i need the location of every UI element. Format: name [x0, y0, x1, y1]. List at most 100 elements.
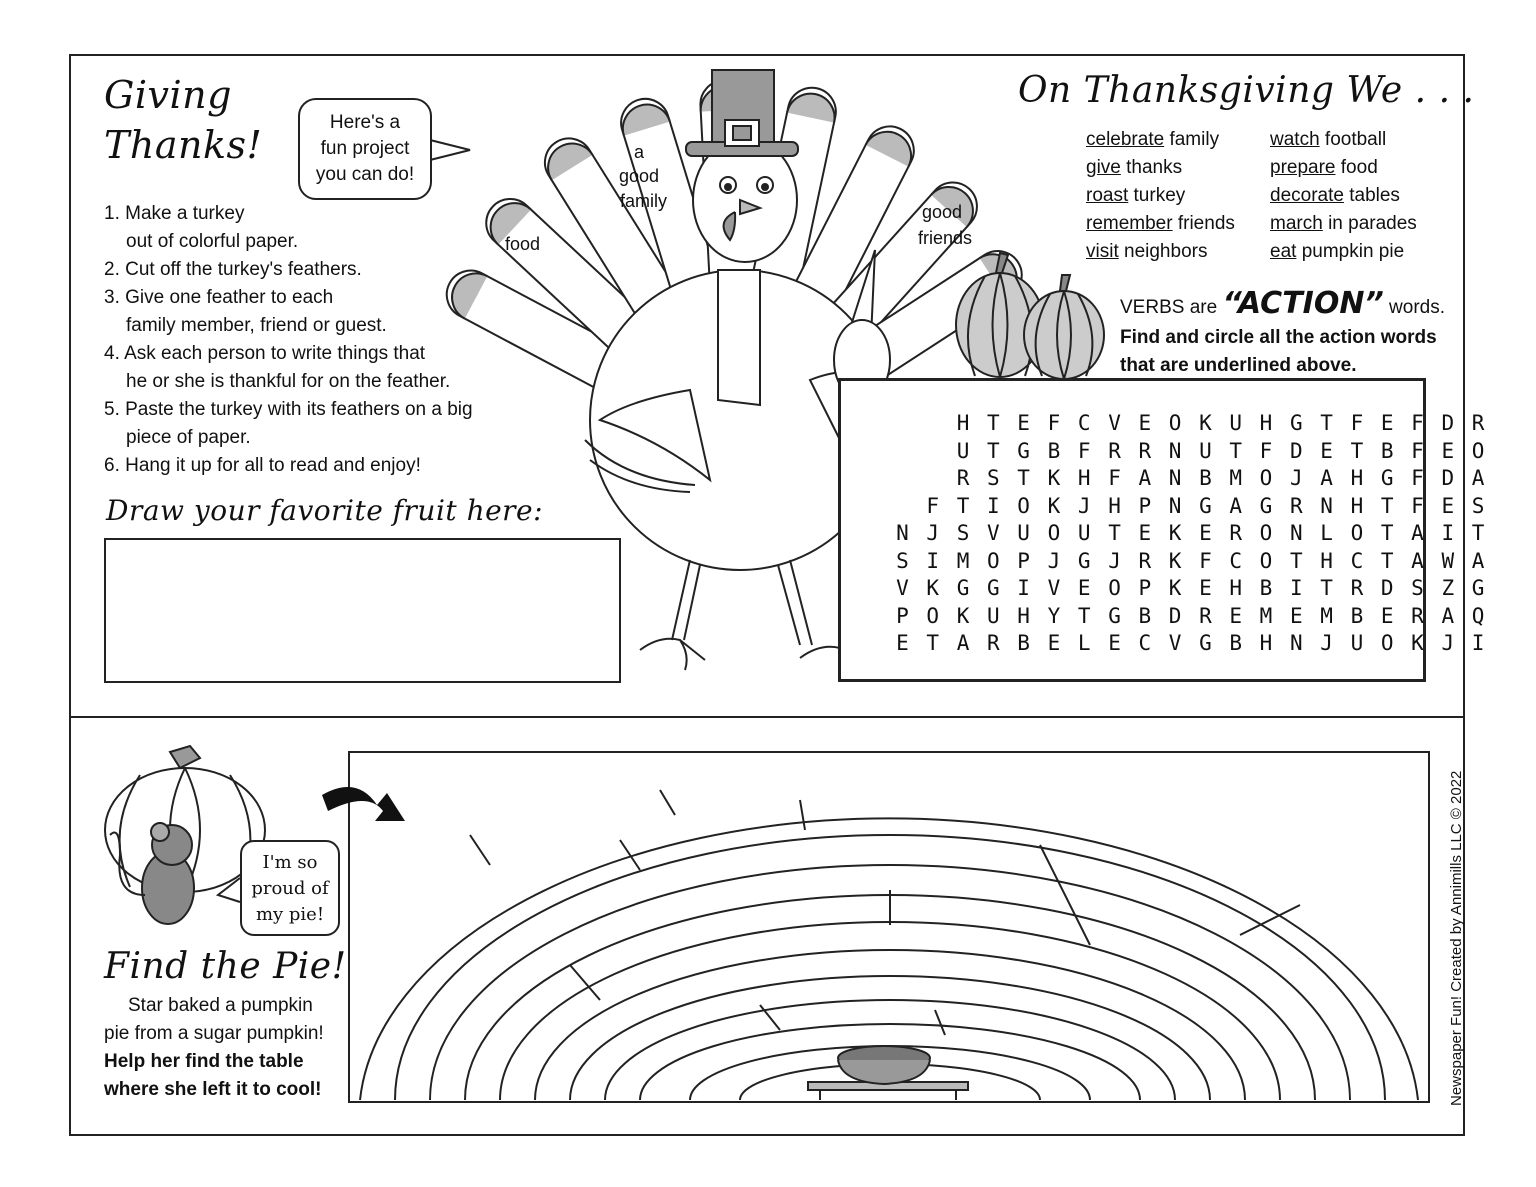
word-search-letter[interactable]: A — [1471, 548, 1485, 573]
word-search-letter[interactable]: B — [1138, 603, 1152, 628]
word-search-letter[interactable]: T — [1320, 576, 1333, 600]
word-search-letter[interactable]: M — [1320, 603, 1333, 628]
word-search-letter[interactable]: B — [1259, 576, 1273, 600]
word-search-letter[interactable]: P — [1138, 493, 1152, 518]
word-search-letter[interactable]: Y — [1047, 603, 1061, 628]
word-search-letter[interactable]: T — [1017, 466, 1030, 490]
word-search-letter[interactable]: R — [1108, 438, 1121, 463]
word-search-letter[interactable]: R — [1138, 438, 1152, 463]
word-search-letter[interactable]: U — [1077, 521, 1091, 545]
word-search-letter[interactable]: O — [1017, 493, 1030, 518]
word-search-letter[interactable]: C — [1077, 411, 1091, 435]
word-search-letter[interactable]: K — [1199, 411, 1212, 435]
word-search-letter[interactable]: B — [1229, 631, 1243, 655]
word-search-letter[interactable]: G — [1017, 438, 1030, 463]
word-search-letter[interactable]: E — [1380, 411, 1394, 435]
word-search-letter[interactable]: A — [1471, 466, 1485, 490]
word-search-letter[interactable]: T — [1320, 411, 1333, 435]
word-search-letter[interactable]: M — [1259, 603, 1273, 628]
word-search-letter[interactable]: E — [1229, 603, 1243, 628]
word-search-letter[interactable]: E — [1138, 521, 1152, 545]
word-search-letter[interactable]: H — [1017, 603, 1030, 628]
word-search-letter[interactable]: J — [1289, 466, 1303, 490]
word-search-letter[interactable]: Q — [1471, 603, 1485, 628]
word-search-letter[interactable]: G — [1199, 493, 1212, 518]
word-search-letter[interactable]: I — [1441, 521, 1455, 545]
word-search-letter[interactable]: R — [1289, 493, 1303, 518]
word-search-letter[interactable]: S — [1471, 493, 1485, 518]
word-search-letter[interactable]: T — [1380, 493, 1394, 518]
word-search-letter[interactable]: U — [1350, 631, 1364, 655]
word-search-letter[interactable]: G — [956, 576, 970, 600]
word-search-letter[interactable]: N — [896, 521, 909, 545]
word-search-letter[interactable]: R — [1229, 521, 1243, 545]
word-search-letter[interactable]: C — [1138, 631, 1152, 655]
word-search-letter[interactable]: F — [1411, 466, 1424, 490]
word-search-letter[interactable]: K — [956, 603, 970, 628]
word-search-letter[interactable]: E — [896, 631, 909, 655]
word-search-letter[interactable]: S — [987, 466, 1000, 490]
word-search-letter[interactable]: N — [1320, 493, 1333, 518]
word-search-letter[interactable]: R — [1138, 548, 1152, 573]
word-search-letter[interactable]: K — [926, 576, 940, 600]
word-search-letter[interactable]: F — [1411, 411, 1424, 435]
word-search-letter[interactable]: U — [1017, 521, 1030, 545]
word-search-letter[interactable]: H — [1350, 493, 1364, 518]
word-search-letter[interactable]: P — [896, 603, 909, 628]
word-search-letter[interactable]: D — [1289, 438, 1303, 463]
word-search-letter[interactable]: T — [956, 493, 970, 518]
word-search-letter[interactable]: O — [926, 603, 940, 628]
word-search-letter[interactable]: B — [1047, 438, 1061, 463]
word-search-letter[interactable]: G — [1380, 466, 1394, 490]
word-search-letter[interactable]: P — [1017, 548, 1030, 573]
word-search-letter[interactable]: B — [1017, 631, 1030, 655]
word-search-letter[interactable]: N — [1289, 631, 1303, 655]
word-search-letter[interactable]: U — [1229, 411, 1243, 435]
word-search-letter[interactable]: O — [1471, 438, 1485, 463]
word-search-letter[interactable]: N — [1168, 493, 1182, 518]
word-search-letter[interactable]: M — [956, 548, 970, 573]
word-search-letter[interactable]: F — [1411, 493, 1424, 518]
word-search-letter[interactable]: T — [987, 411, 1000, 435]
word-search-letter[interactable]: D — [1441, 411, 1455, 435]
word-search-letter[interactable]: R — [987, 631, 1000, 655]
word-search-letter[interactable]: T — [1077, 603, 1091, 628]
word-search-letter[interactable]: H — [1350, 466, 1364, 490]
word-search-letter[interactable]: U — [1199, 438, 1212, 463]
word-search-letter[interactable]: E — [1199, 521, 1212, 545]
word-search-letter[interactable]: L — [1077, 631, 1091, 655]
word-search-letter[interactable]: H — [1108, 493, 1121, 518]
word-search-letter[interactable]: N — [1289, 521, 1303, 545]
word-search-letter[interactable]: O — [1350, 521, 1364, 545]
word-search-letter[interactable]: O — [1259, 466, 1273, 490]
word-search-letter[interactable]: T — [1108, 521, 1121, 545]
word-search-letter[interactable]: D — [1380, 576, 1394, 600]
word-search-letter[interactable]: G — [987, 576, 1000, 600]
word-search-letter[interactable]: P — [1138, 576, 1152, 600]
word-search-letter[interactable]: F — [1077, 438, 1091, 463]
word-search-letter[interactable]: K — [1411, 631, 1424, 655]
word-search-letter[interactable]: U — [956, 438, 970, 463]
word-search-letter[interactable]: G — [1289, 411, 1303, 435]
word-search-letter[interactable]: J — [926, 521, 940, 545]
word-search-letter[interactable]: F — [1350, 411, 1364, 435]
word-search-letter[interactable]: E — [1320, 438, 1333, 463]
word-search-letter[interactable]: T — [1380, 548, 1394, 573]
word-search-letter[interactable]: S — [896, 548, 909, 573]
word-search-letter[interactable]: E — [1017, 411, 1030, 435]
word-search-letter[interactable]: T — [1471, 521, 1485, 545]
word-search-letter[interactable]: O — [1380, 631, 1394, 655]
word-search-letter[interactable]: K — [1168, 548, 1182, 573]
word-search-letter[interactable]: E — [1289, 603, 1303, 628]
word-search-letter[interactable]: O — [1108, 576, 1121, 600]
word-search-letter[interactable]: A — [1411, 548, 1424, 573]
word-search-letter[interactable]: L — [1320, 521, 1333, 545]
word-search-letter[interactable]: E — [1138, 411, 1152, 435]
word-search-letter[interactable]: E — [1199, 576, 1212, 600]
word-search-letter[interactable]: B — [1380, 438, 1394, 463]
word-search-letter[interactable]: F — [1259, 438, 1273, 463]
word-search-letter[interactable]: D — [1168, 603, 1182, 628]
word-search-letter[interactable]: U — [987, 603, 1000, 628]
word-search-letter[interactable]: O — [1259, 521, 1273, 545]
word-search-letter[interactable]: B — [1350, 603, 1364, 628]
